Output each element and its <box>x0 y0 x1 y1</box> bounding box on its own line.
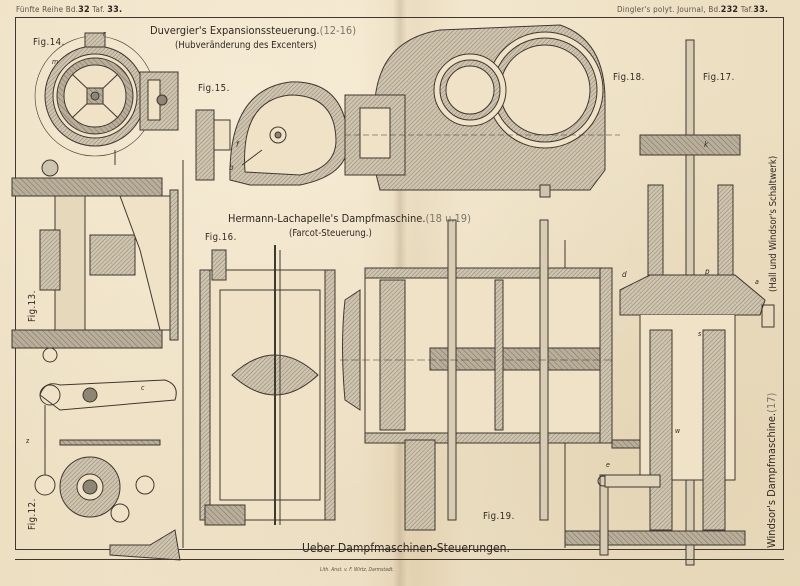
fig16-drawing <box>199 245 336 526</box>
fig17-drawing <box>564 39 775 566</box>
header-left-plate: 33. <box>107 5 123 15</box>
fig18-label: Fig.18. <box>613 72 645 83</box>
fig15-label: Fig.15. <box>198 83 230 94</box>
part-letter-c: c <box>141 384 145 392</box>
fig13-label: Fig.13. <box>27 290 38 322</box>
fig15-drawing <box>195 81 349 186</box>
fig14-label: Fig.14. <box>33 37 65 48</box>
header-right-plate-prefix: Taf. <box>738 5 754 14</box>
bottom-rule <box>15 559 784 560</box>
title-windsor-ref: (17) <box>765 392 778 413</box>
fig19-label: Fig.19. <box>483 511 515 522</box>
fig17-label: Fig.17. <box>703 72 735 83</box>
part-letter-a: a <box>755 278 759 286</box>
plate-title: Ueber Dampfmaschinen-Steuerungen. <box>302 541 510 555</box>
title-duvergier-ref: (12-16) <box>319 24 357 37</box>
part-letter-p: p <box>705 267 710 276</box>
fig12-label: Fig.12. <box>27 498 38 530</box>
title-windsor: Windsor's Dampfmaschine.(17) <box>765 393 778 548</box>
header-right-prefix: Dingler's polyt. Journal, Bd. <box>617 5 721 14</box>
imprint: Lith. Anst. v. F. Wirtz, Darmstadt. <box>320 567 394 573</box>
plate-frame <box>15 17 784 550</box>
fig19-drawing <box>340 219 663 531</box>
title-hermann-main: Hermann-Lachapelle's Dampfmaschine. <box>228 212 426 225</box>
fig13-drawing <box>11 159 179 363</box>
part-letter-w: w <box>675 427 681 435</box>
part-letter-k: k <box>704 140 709 149</box>
title-windsor-main: Windsor's Dampfmaschine. <box>765 412 778 548</box>
part-letter-d: d <box>622 270 627 279</box>
header-right: Dingler's polyt. Journal, Bd.232 Taf.33. <box>617 5 768 15</box>
title-duvergier-main: Duvergier's Expansionssteuerung. <box>150 24 320 37</box>
header-left-prefix: Fünfte Reihe Bd. <box>16 5 79 14</box>
title-hermann: Hermann-Lachapelle's Dampfmaschine.(18 u… <box>228 212 471 225</box>
header-left-plate-prefix: Taf. <box>89 5 105 14</box>
fig16-label: Fig.16. <box>205 232 237 243</box>
header-left-volume: 32 <box>78 5 90 15</box>
part-letter-e: e <box>606 461 610 469</box>
title-hall: (Hall und Windsor's Schaltwerk) <box>768 155 779 292</box>
part-letter-f: f <box>236 140 239 149</box>
part-letter-b: b <box>229 163 234 172</box>
fig12-drawing <box>34 379 181 561</box>
part-letter-m: m <box>52 58 59 66</box>
title-duvergier: Duvergier's Expansionssteuerung.(12-16) <box>150 24 356 37</box>
title-hermann-ref: (18 u.19) <box>425 212 471 225</box>
part-letter-r: r <box>103 30 106 38</box>
title-hermann-sub: (Farcot-Steuerung.) <box>289 228 372 239</box>
header-right-volume: 232 <box>720 5 739 15</box>
part-letter-z: z <box>26 437 30 445</box>
header-right-plate: 33. <box>753 5 769 15</box>
fig14-drawing <box>34 32 179 165</box>
title-duvergier-sub: (Hubveränderung des Excenters) <box>175 40 317 51</box>
fig18-drawing <box>344 24 620 198</box>
part-letter-s: s <box>698 330 702 338</box>
header-left: Fünfte Reihe Bd.32 Taf. 33. <box>16 5 122 15</box>
